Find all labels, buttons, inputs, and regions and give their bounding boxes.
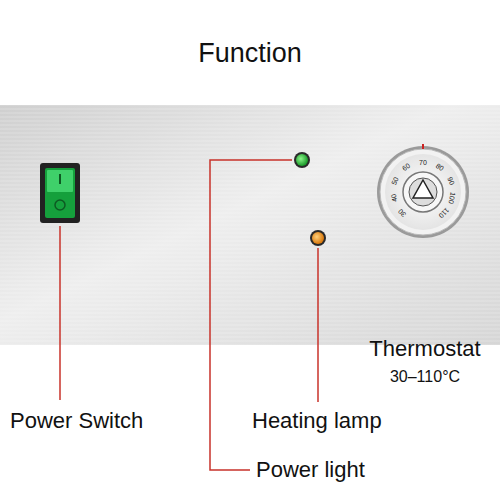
lamp-bezel [310,230,326,246]
thermostat-dial [377,144,469,238]
range-label: 30–110°C [390,368,460,386]
rocker-switch [40,163,80,223]
brushed-texture [0,105,500,345]
title: Function [198,38,302,69]
part-label: Thermostat [369,336,480,361]
heating-lamp [312,232,324,244]
power-lamp [296,154,308,166]
part-label: Power Switch [10,408,143,433]
part-label: Heating lamp [252,408,382,433]
steel-panel [0,105,500,345]
dial-scale-number: 70 [419,159,427,166]
dial-scale-number: 40 [389,193,397,202]
leader-line [59,226,61,400]
leader-line [317,248,319,402]
part-label: Power light [256,457,365,482]
lamp-bezel [294,152,310,168]
